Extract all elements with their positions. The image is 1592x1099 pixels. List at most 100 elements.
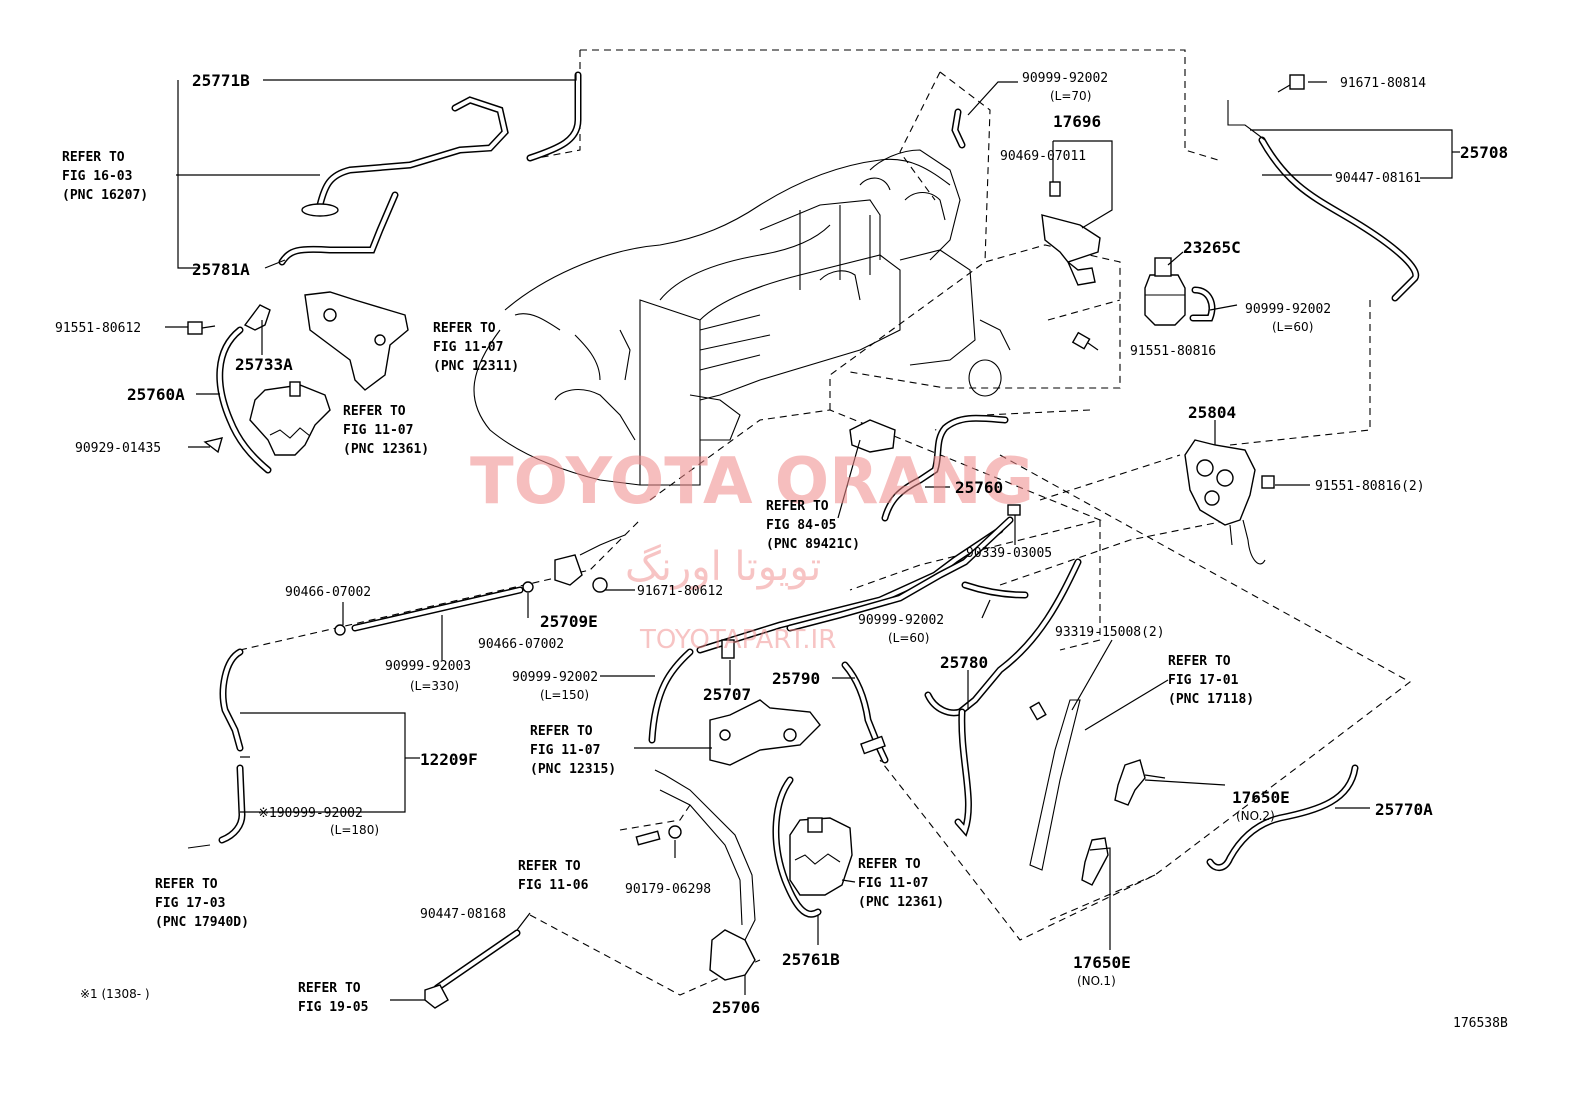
bolt-93319-icon [1029, 701, 1047, 721]
label-90466-07002-a: 90466-07002 [285, 585, 371, 600]
engine-illustration [473, 149, 1011, 486]
bracket-25733a-icon [243, 304, 271, 331]
watermark-brand: TOYOTA ORANG [470, 445, 1034, 519]
svg-text:REFER TO: REFER TO [298, 981, 361, 996]
svg-text:REFER TO: REFER TO [343, 404, 406, 419]
label-25708: 25708 [1460, 143, 1508, 162]
part-labels: 25771B 25781A 91551-80612 25733A 25760A … [55, 71, 1508, 1031]
refer-fig-11-07-12361-right: REFER TO FIG 11-07 (PNC 12361) [858, 857, 944, 910]
watermark-site: TOYOTAPART.IR [639, 625, 836, 655]
refer-fig-11-07-12311: REFER TO FIG 11-07 (PNC 12311) [433, 321, 519, 374]
svg-text:FIG 19-05: FIG 19-05 [298, 1000, 368, 1015]
svg-text:REFER TO: REFER TO [530, 724, 593, 739]
label-25771b: 25771B [192, 71, 250, 90]
svg-text:FIG 11-07: FIG 11-07 [530, 743, 600, 758]
filter-23265c-icon [1144, 257, 1186, 326]
label-25760: 25760 [955, 478, 1003, 497]
svg-text:FIG 11-07: FIG 11-07 [858, 876, 928, 891]
label-17650e-no1-sub: (NO.1) [1077, 974, 1116, 988]
label-17696: 17696 [1053, 112, 1101, 131]
clamp-25707-icon [721, 639, 735, 659]
label-25781a: 25781A [192, 260, 250, 279]
label-25733a: 25733A [235, 355, 293, 374]
sensor-17650e-no2-icon [1114, 759, 1166, 806]
bolt-91671-80612-icon [592, 577, 608, 593]
bracket-25709e-icon [554, 554, 583, 586]
label-25761b: 25761B [782, 950, 840, 969]
label-90447-08168: 90447-08168 [420, 907, 506, 922]
refer-fig-17-03: REFER TO FIG 17-03 (PNC 17940D) [155, 877, 249, 930]
label-90999-92003-length: (L=330) [410, 679, 459, 693]
svg-text:(PNC 12315): (PNC 12315) [530, 762, 616, 777]
label-17650e-no2: 17650E [1232, 788, 1290, 807]
svg-text:FIG 16-03: FIG 16-03 [62, 169, 132, 184]
label-90999-92002-b: 90999-92002 [1245, 302, 1331, 317]
label-90999-92002-c: 90999-92002 [858, 613, 944, 628]
label-25706: 25706 [712, 998, 760, 1017]
stud-bolt-icon [635, 830, 661, 846]
mount-bracket-icon [304, 291, 409, 391]
refer-fig-17-01: REFER TO FIG 17-01 (PNC 17118) [1168, 654, 1254, 707]
label-93319-15008: 93319-15008(2) [1055, 625, 1165, 640]
label-25804: 25804 [1188, 403, 1236, 422]
label-90999-92002-e: ※190999-92002 [258, 806, 363, 821]
svg-text:(PNC 12311): (PNC 12311) [433, 359, 519, 374]
label-91551-80612: 91551-80612 [55, 321, 141, 336]
label-90999-92002-a-length: (L=70) [1050, 89, 1091, 103]
svg-text:FIG 17-01: FIG 17-01 [1168, 673, 1239, 688]
vsv-25804-icon [1184, 439, 1275, 565]
bolt-91551-80612-icon [187, 321, 216, 335]
refer-fig-11-07-12315: REFER TO FIG 11-07 (PNC 12315) [530, 724, 616, 777]
label-90999-92002-d: 90999-92002 [512, 670, 598, 685]
svg-text:REFER TO: REFER TO [62, 150, 125, 165]
label-90999-92003: 90999-92003 [385, 659, 471, 674]
refer-fig-11-07-12361-left: REFER TO FIG 11-07 (PNC 12361) [343, 404, 429, 457]
label-17650e-no2-sub: (NO.2) [1236, 809, 1275, 823]
nut-90179-icon [668, 825, 682, 839]
label-90999-92002-d-length: (L=150) [540, 688, 589, 702]
joint-25790-icon [860, 735, 886, 755]
label-91671-80814: 91671-80814 [1340, 76, 1426, 91]
sensor-89421c-icon [849, 419, 896, 453]
refer-fig-84-05: REFER TO FIG 84-05 (PNC 89421C) [766, 499, 860, 552]
svg-text:(PNC 16207): (PNC 16207) [62, 188, 148, 203]
label-91551-80816: 91551-80816 [1130, 344, 1216, 359]
label-25770a: 25770A [1375, 800, 1433, 819]
label-90469-07011: 90469-07011 [1000, 149, 1086, 164]
footnote: ※1 (1308- ) [80, 987, 150, 1001]
clip-90469-icon [1049, 181, 1061, 197]
refer-fig-16-03: REFER TO FIG 16-03 (PNC 16207) [62, 150, 148, 203]
label-91671-80612: 91671-80612 [637, 584, 723, 599]
watermark: TOYOTA ORANG تویوتا اورنگ TOYOTAPART.IR [470, 445, 1034, 655]
svg-text:REFER TO: REFER TO [155, 877, 218, 892]
svg-text:(PNC 17940D): (PNC 17940D) [155, 915, 249, 930]
svg-text:REFER TO: REFER TO [433, 321, 496, 336]
clamp-90466-a-icon [334, 624, 346, 636]
refer-fig-19-05: REFER TO FIG 19-05 [298, 981, 368, 1015]
sensor-17650e-no1-icon [1081, 837, 1109, 886]
refer-to-notes: REFER TO FIG 16-03 (PNC 16207) REFER TO … [62, 150, 1254, 1015]
svg-text:(PNC 12361): (PNC 12361) [858, 895, 944, 910]
svg-text:(PNC 89421C): (PNC 89421C) [766, 537, 860, 552]
svg-text:FIG 11-06: FIG 11-06 [518, 878, 589, 893]
clamp-90466-b-icon [522, 581, 534, 593]
label-90179-06298: 90179-06298 [625, 882, 711, 897]
svg-text:FIG 11-07: FIG 11-07 [433, 340, 503, 355]
label-25780: 25780 [940, 653, 988, 672]
bracket-25706-icon [709, 929, 756, 981]
engine-mount-right-icon [789, 817, 853, 896]
label-17650e-no1: 17650E [1073, 953, 1131, 972]
components [187, 74, 1305, 1009]
label-90999-92002-b-length: (L=60) [1272, 320, 1313, 334]
svg-text:(PNC 12361): (PNC 12361) [343, 442, 429, 457]
watermark-persian: تویوتا اورنگ [625, 544, 821, 590]
label-90447-08161: 90447-08161 [1335, 171, 1421, 186]
svg-text:REFER TO: REFER TO [1168, 654, 1231, 669]
bolt-91551-80816-icon [1071, 331, 1099, 351]
label-90999-92002-a: 90999-92002 [1022, 71, 1108, 86]
svg-text:FIG 84-05: FIG 84-05 [766, 518, 836, 533]
label-25707: 25707 [703, 685, 751, 704]
mount-bracket-12315-icon [709, 699, 821, 766]
bracket-17696-icon [1041, 214, 1101, 263]
